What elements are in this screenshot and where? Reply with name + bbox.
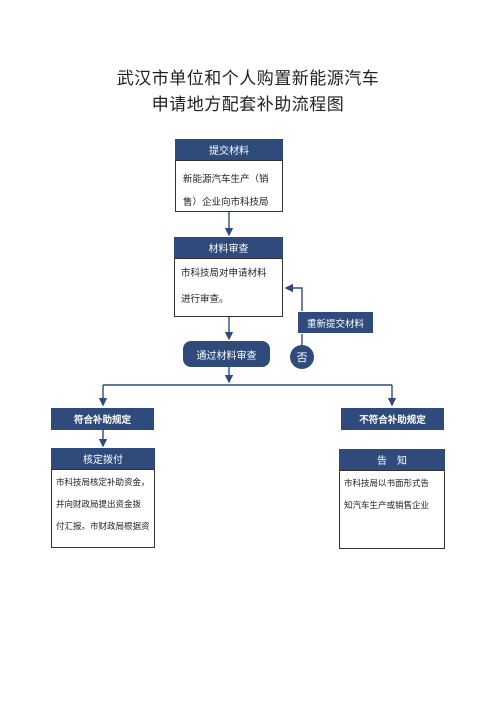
verify-step-header: 核定拨付 xyxy=(51,448,155,469)
submit-step-box: 新能源汽车生产（销 售）企业向市科技局 xyxy=(175,160,283,212)
verify-step-text-2: 并向财政局提出资金拨 xyxy=(56,500,142,510)
verify-step-text-3: 付汇报。市财政局根据资 xyxy=(56,522,150,532)
review-step-text-1: 市科技局对申请材料 xyxy=(181,268,267,279)
notify-step-text-1: 市科技局以书面形式告 xyxy=(344,479,430,489)
notify-step-text-2: 知汽车生产或销售企业 xyxy=(344,501,430,511)
notify-step-header: 告 知 xyxy=(339,449,445,470)
submit-step-header: 提交材料 xyxy=(175,139,283,160)
arrow-resubmit-to-review xyxy=(284,283,303,311)
submit-step-text-2: 售）企业向市科技局 xyxy=(183,197,269,208)
meets-subsidy-node: 符合补助规定 xyxy=(51,408,154,430)
verify-step-box: 市科技局核定补助资金， 并向财政局提出资金拨 付汇报。市财政局根据资 xyxy=(51,469,155,548)
notify-step-box: 市科技局以书面形式告 知汽车生产或销售企业 xyxy=(339,470,445,549)
title-line-2: 申请地方配套补助流程图 xyxy=(151,95,345,115)
submit-step-text-1: 新能源汽车生产（销 xyxy=(183,174,269,185)
title-line-1: 武汉市单位和个人购置新能源汽车 xyxy=(116,69,380,89)
review-step-header: 材料审查 xyxy=(174,237,283,258)
review-step-text-2: 进行审查。 xyxy=(181,294,229,305)
review-step-box: 市科技局对申请材料 进行审查。 xyxy=(174,258,283,317)
passed-review-node: 通过材料审查 xyxy=(183,341,270,367)
no-decision-node: 否 xyxy=(290,345,314,369)
not-meets-subsidy-node: 不符合补助规定 xyxy=(341,408,444,430)
verify-step-text-1: 市科技局核定补助资金， xyxy=(56,478,150,488)
resubmit-label: 重新提交材料 xyxy=(298,312,373,333)
